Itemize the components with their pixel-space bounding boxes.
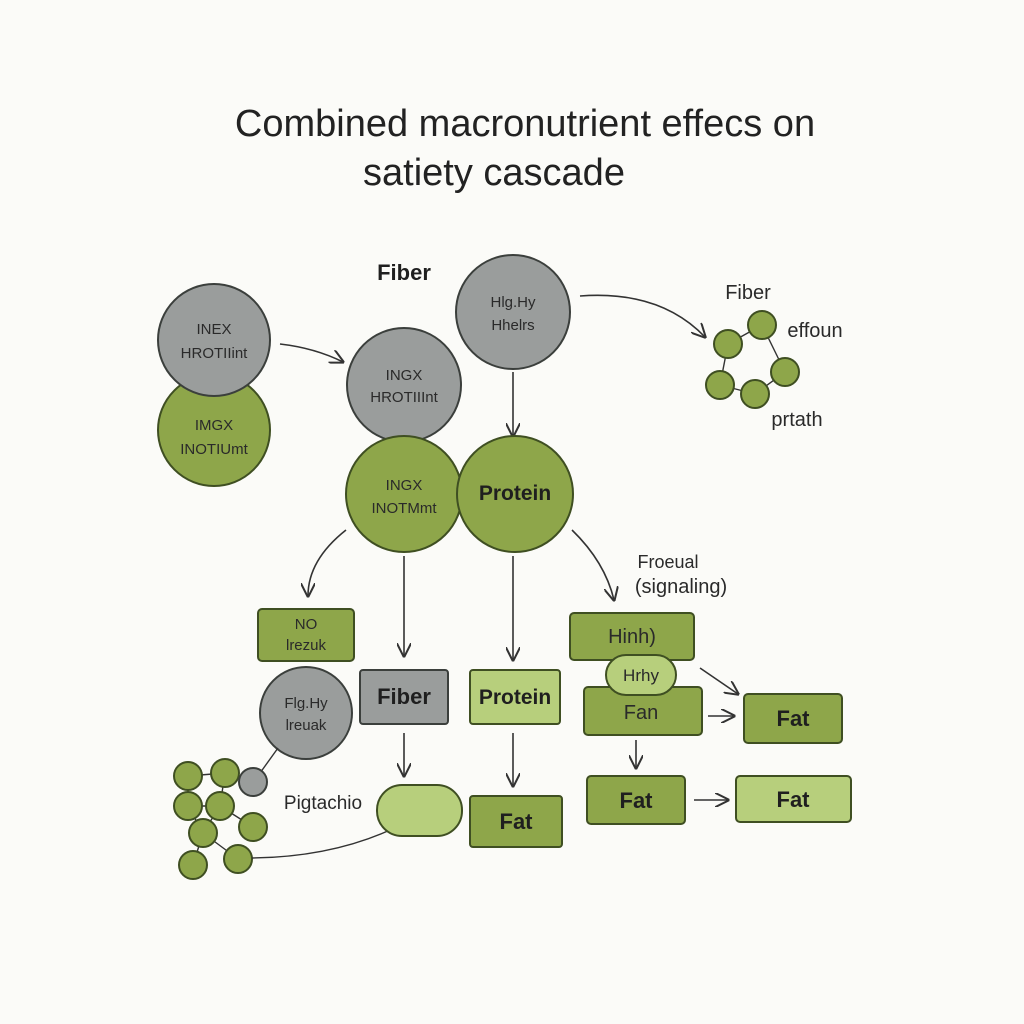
hrhy-box-label: Hrhy	[623, 666, 659, 685]
no-box-line2: lrezuk	[286, 637, 327, 654]
arrow-to-no-box	[308, 529, 347, 596]
fat-box-center-label: Fat	[500, 809, 534, 834]
higly-gray-circle	[455, 254, 571, 370]
cluster-node	[770, 357, 800, 387]
cluster-node	[178, 850, 208, 880]
imgx-olive-line2: INOTIUmt	[180, 441, 248, 458]
fat-box-right-top	[743, 693, 843, 744]
cluster-node	[238, 812, 268, 842]
no-box	[257, 608, 355, 662]
fat-box-center	[469, 795, 563, 848]
pigtachio-label: Pigtachio	[284, 793, 362, 814]
arrow-to-signaling	[571, 529, 614, 600]
higly-line1: Hlg.Hy	[490, 294, 536, 311]
ingx-gray-circle	[346, 327, 462, 443]
protein-box	[469, 669, 561, 725]
fat-box-right-bottom-right-label: Fat	[777, 787, 811, 812]
connector-cluster-to-capsule	[251, 829, 391, 859]
hrhy-box	[605, 654, 677, 696]
arrow-inex-to-ingx	[279, 343, 343, 362]
cluster-node	[713, 329, 743, 359]
inex-gray-line1: INEX	[196, 321, 231, 338]
signaling-label: (signaling)	[635, 576, 727, 598]
cluster-node	[740, 379, 770, 409]
cluster-node	[223, 844, 253, 874]
ingx-olive-circle	[345, 435, 463, 553]
prtath-label: prtath	[771, 409, 822, 431]
froeual-label: Froeual	[637, 552, 698, 572]
pigtachio-capsule	[376, 784, 463, 837]
no-box-line1: NO	[295, 616, 318, 633]
fiber-top-label: Fiber	[377, 260, 431, 285]
arrow-hrhy-to-fat	[699, 667, 738, 694]
ingx-olive-line1: INGX	[386, 477, 423, 494]
cluster-node	[205, 791, 235, 821]
cluster-node	[747, 310, 777, 340]
fat-box-right-top-label: Fat	[777, 706, 811, 731]
effoun-label: effoun	[787, 320, 842, 342]
fighy-line1: Flg.Hy	[284, 695, 328, 712]
fat-box-right-bottom-right	[735, 775, 852, 823]
fiber-box	[359, 669, 449, 725]
fat-box-right-bottom-left-label: Fat	[620, 788, 654, 813]
cluster-node	[173, 761, 203, 791]
arrow-higly-to-cluster	[579, 294, 705, 337]
protein-box-label: Protein	[479, 686, 551, 709]
cluster-node-gray	[238, 767, 268, 797]
ingx-gray-line2: HROTIIInt	[370, 389, 438, 406]
ingx-gray-line1: INGX	[386, 367, 423, 384]
cluster-node	[210, 758, 240, 788]
fighy-gray-circle	[259, 666, 353, 760]
imgx-olive-line1: IMGX	[195, 417, 233, 434]
protein-circle-label: Protein	[479, 482, 551, 505]
cluster-node	[173, 791, 203, 821]
ingx-olive-line2: INOTMmt	[372, 500, 438, 517]
cluster-node	[705, 370, 735, 400]
title-line-2: satiety cascade	[363, 152, 625, 194]
fat-box-right-bottom-left	[586, 775, 686, 825]
fiber-cluster-label: Fiber	[725, 282, 771, 304]
fan-box-label: Fan	[624, 702, 658, 724]
inex-gray-circle	[157, 283, 271, 397]
title-line-1: Combined macronutrient effecs on	[235, 103, 815, 145]
higly-line2: Hhelrs	[491, 317, 534, 334]
hinh-box-label: Hinh)	[608, 626, 656, 648]
cluster-node	[188, 818, 218, 848]
fighy-line2: lreuak	[286, 717, 327, 734]
fiber-box-label: Fiber	[377, 684, 431, 709]
inex-gray-line2: HROTIIint	[181, 345, 249, 362]
protein-circle	[456, 435, 574, 553]
